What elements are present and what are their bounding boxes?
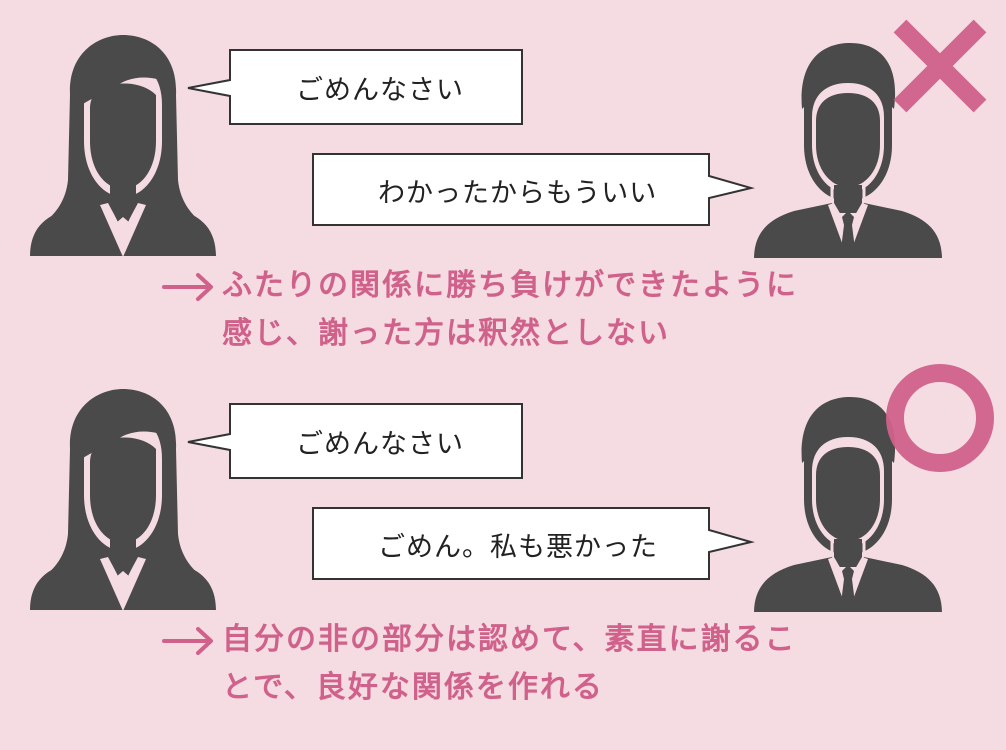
bad-note-line-1: ふたりの関係に勝ち負けができたように: [222, 268, 798, 303]
arrow-right-icon: [162, 273, 213, 301]
good-example-note: 自分の非の部分は認めて、素直に謝るこ とで、良好な関係を作れる: [222, 616, 797, 712]
woman-speech-bubble: ごめんなさい: [0, 0, 523, 479]
woman-speech-bubble: ごめんなさい: [0, 0, 523, 125]
bad-example-note: ふたりの関係に勝ち負けができたように 感じ、謝った方は釈然としない: [222, 262, 798, 358]
man-speech-text: ごめん。私も悪かった: [378, 532, 658, 563]
woman-speech-text: ごめんなさい: [296, 75, 464, 106]
cross-mark-icon: [893, 19, 987, 113]
arrow-right-icon: [162, 627, 213, 655]
man-speech-bubble: わかったからもういい: [0, 0, 755, 226]
good-note-line-1: 自分の非の部分は認めて、素直に謝るこ: [222, 622, 797, 657]
man-speech-text: わかったからもういい: [378, 178, 658, 209]
circle-mark-icon: [886, 364, 994, 472]
man-speech-bubble: ごめん。私も悪かった: [0, 0, 755, 580]
good-note-line-2: とで、良好な関係を作れる: [222, 670, 604, 705]
woman-speech-text: ごめんなさい: [296, 429, 464, 460]
bad-note-line-2: 感じ、謝った方は釈然としない: [222, 316, 670, 351]
